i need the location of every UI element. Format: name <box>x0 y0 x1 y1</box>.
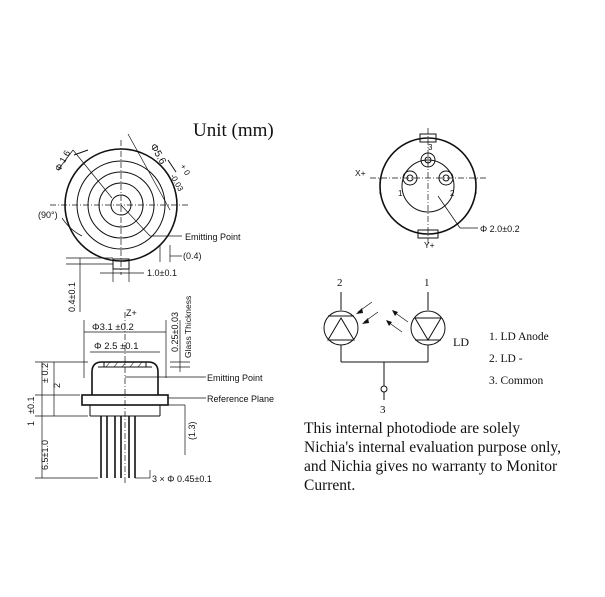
side-emitting-point-label: Emitting Point <box>207 373 263 383</box>
node-2-label: 2 <box>337 277 343 289</box>
glass-thickness-value: 0.25±0.03 <box>170 312 180 352</box>
y-axis-label: Y+ <box>424 240 435 250</box>
width-label: 1.0±0.1 <box>147 268 177 278</box>
outer-dia-tol-minus: -0.03 <box>168 173 185 194</box>
glass-thickness-label: Glass Thickness <box>183 296 193 358</box>
x-axis-label: X+ <box>355 168 366 178</box>
circuit-diagram: 2 1 LD 3 1. LD Anode 2. LD - 3. Comm <box>323 277 549 416</box>
ld-label: LD <box>453 335 469 349</box>
node-3-label: 3 <box>380 404 386 416</box>
side-view: Z+ Φ3.1 ±0.2 Φ 2.5 ±0.1 0.25±0.03 Glass … <box>26 296 274 485</box>
h-top-tol: ± 0.2 <box>40 363 50 383</box>
pin-view: 3 1 2 X+ Y+ Φ 2.0±0.2 <box>355 128 520 250</box>
h-top-val: 2 <box>52 383 62 388</box>
side-dim-label: 0.4±0.1 <box>67 282 77 312</box>
note-line-2: Nichia's internal evaluation purpose onl… <box>304 439 561 456</box>
unit-title: Unit (mm) <box>193 120 274 141</box>
node-1-label: 1 <box>424 277 430 289</box>
top-view: Φ 1.6 Φ5.6 + 0 -0.03 (90°) Emitting Poin… <box>38 133 241 312</box>
legend-1: 1. LD Anode <box>489 331 549 343</box>
z-axis-label: Z+ <box>126 308 137 318</box>
h-lead-label: 6.5±1.0 <box>40 440 50 470</box>
h-mid-val: 1 <box>26 421 36 426</box>
pin-2-label: 2 <box>450 189 455 198</box>
pins-label: 3 × Φ 0.45±0.1 <box>152 474 212 484</box>
angle-label: (90°) <box>38 210 58 220</box>
outer-dia-label: Φ5.6 <box>147 142 168 167</box>
reference-plane-label: Reference Plane <box>207 394 274 404</box>
legend-3: 3. Common <box>489 375 544 387</box>
pin-3-label: 3 <box>428 143 433 152</box>
hole-dia-label: Φ 1.6 <box>53 149 72 173</box>
note-line-4: Current. <box>304 477 355 494</box>
outer-dia-tol-plus: + 0 <box>178 163 192 178</box>
h-mid-tol: ±0.1 <box>26 397 36 414</box>
note-block: This internal photodiode are solely Nich… <box>304 420 561 494</box>
note-line-3: and Nichia gives no warranty to Monitor <box>304 458 558 475</box>
d1-label: Φ3.1 ±0.2 <box>92 322 134 333</box>
d2-label: Φ 2.5 ±0.1 <box>94 341 139 352</box>
offset-label: (0.4) <box>183 251 202 261</box>
pin-1-label: 1 <box>398 189 403 198</box>
pin-circle-label: Φ 2.0±0.2 <box>480 224 520 234</box>
top-emitting-point-label: Emitting Point <box>185 232 241 242</box>
pin-pitch-label: (1.3) <box>187 421 197 440</box>
legend-2: 2. LD - <box>489 353 523 365</box>
note-line-1: This internal photodiode are solely <box>304 420 520 437</box>
